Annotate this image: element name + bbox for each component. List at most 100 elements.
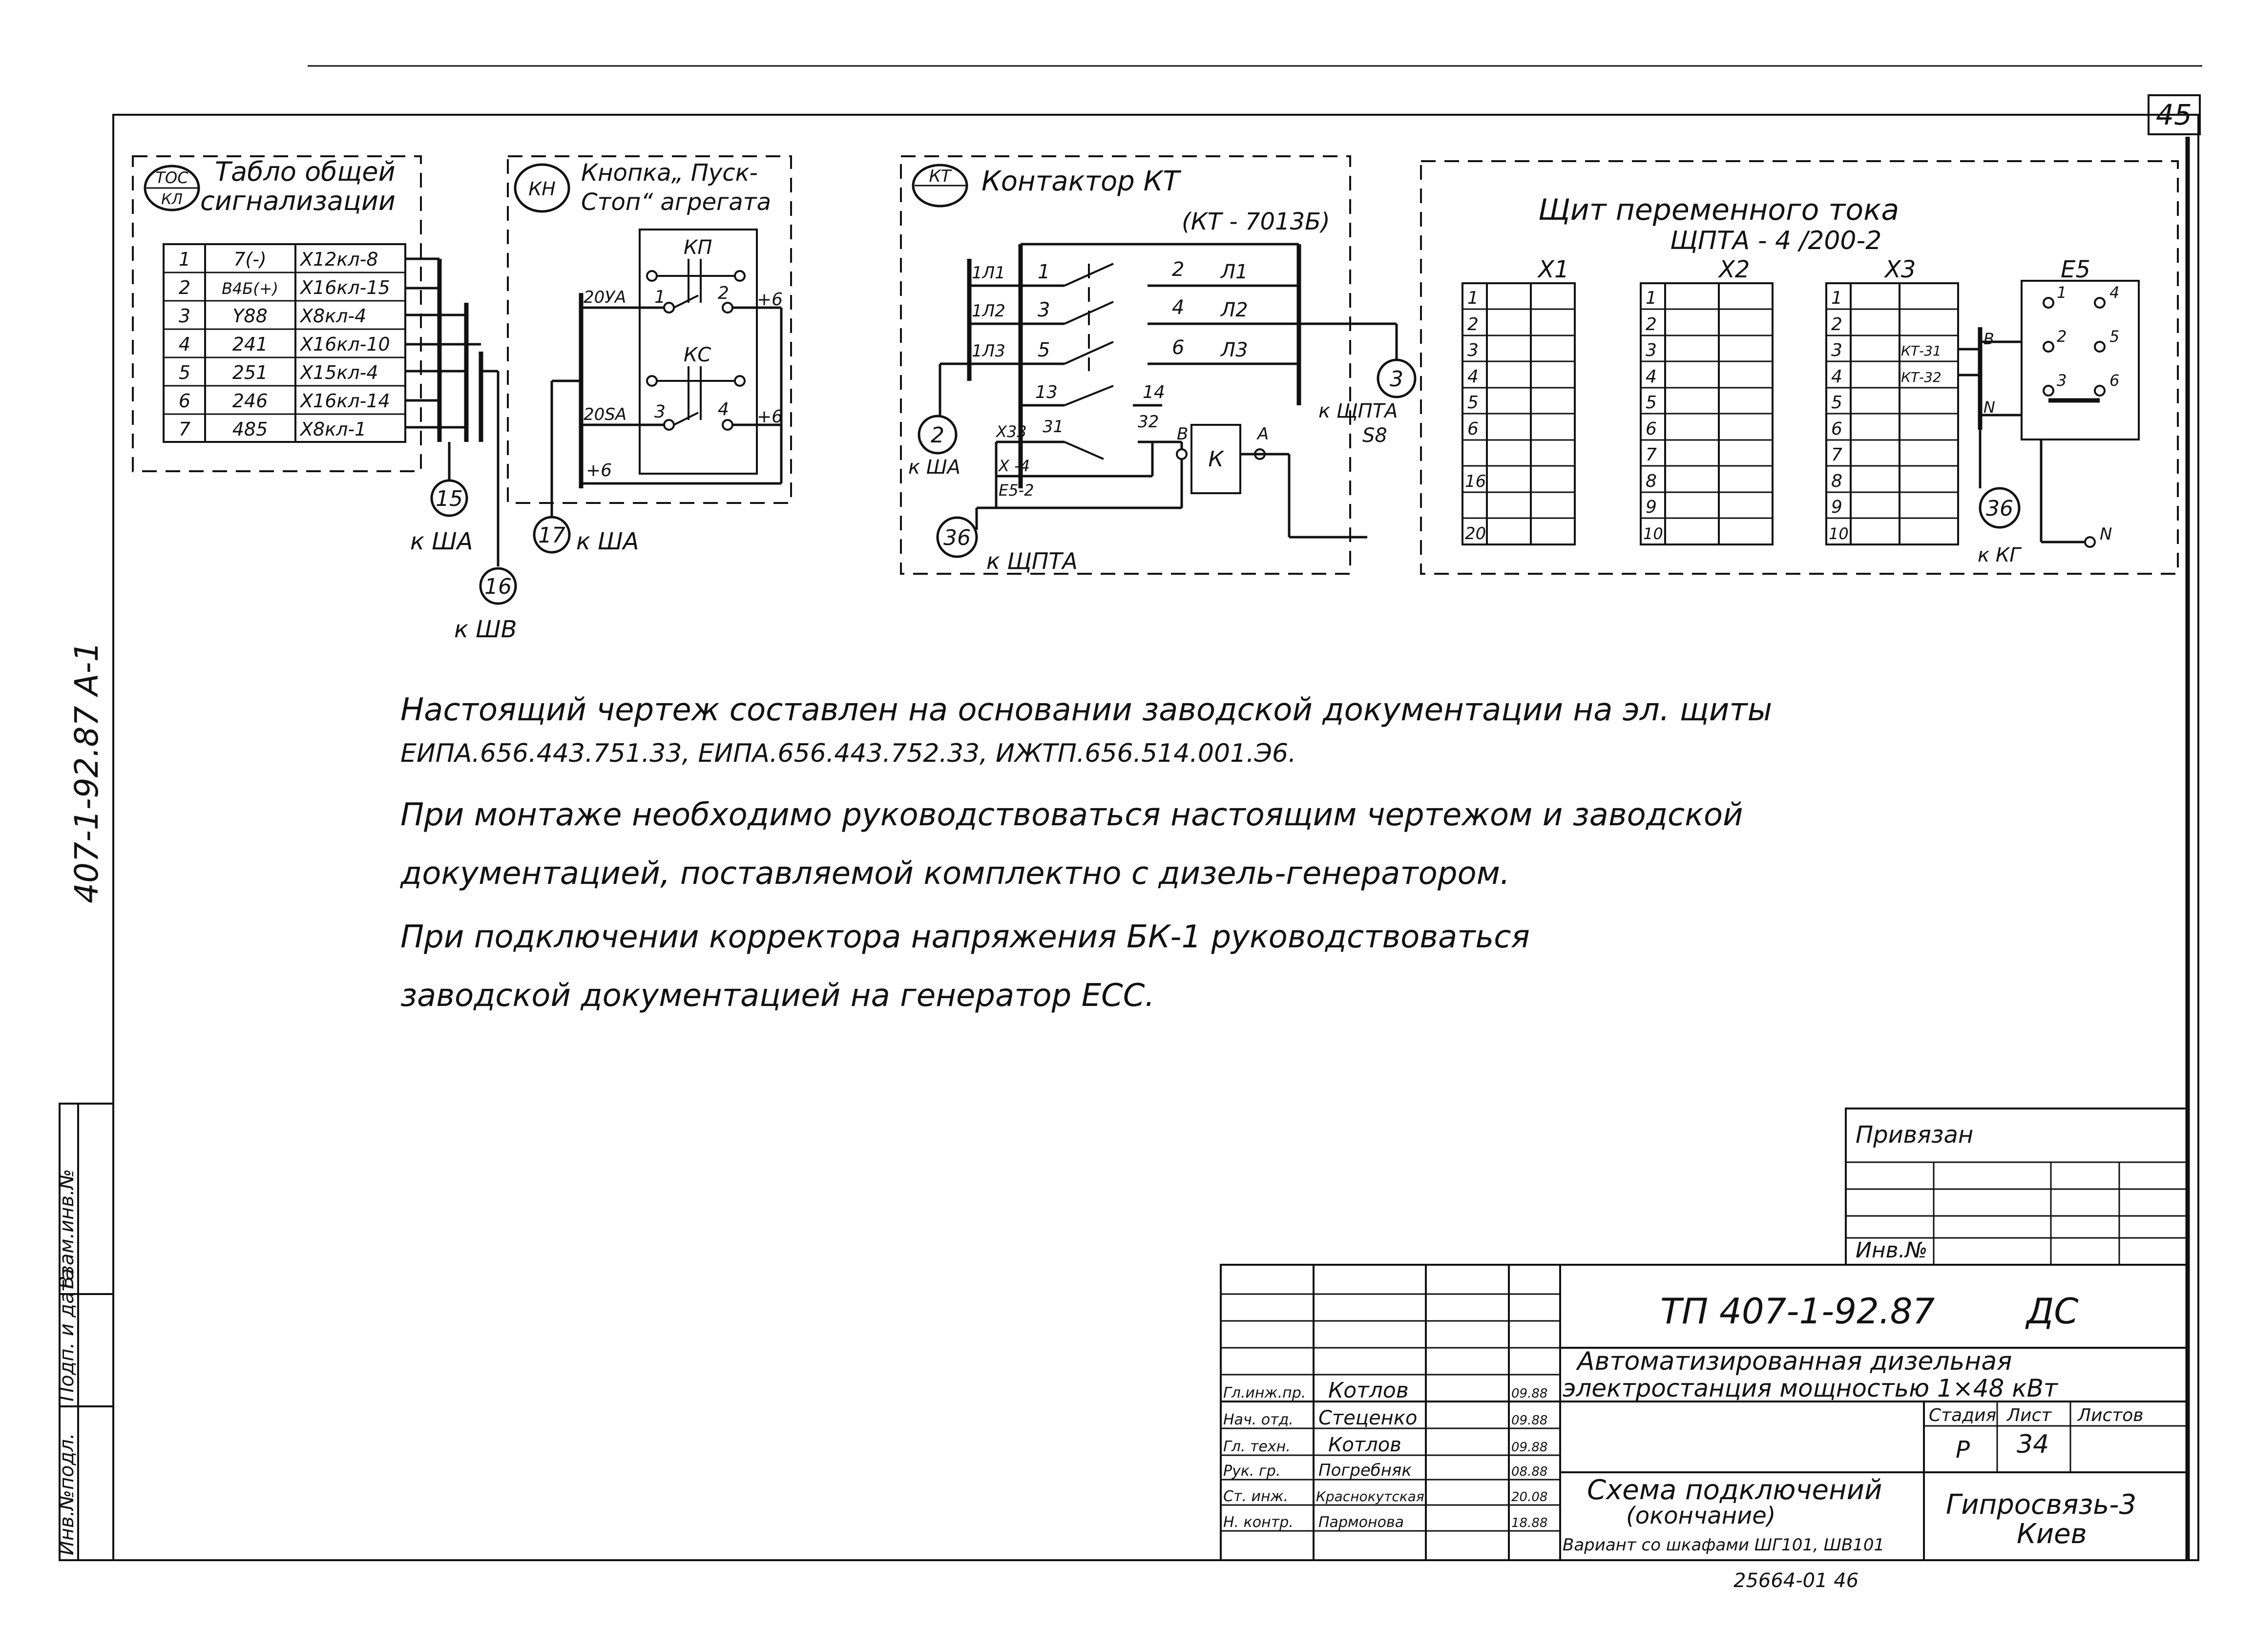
- svg-text:09.88: 09.88: [1511, 1386, 1547, 1401]
- ref-3-label-1: к ЩПТА: [1318, 400, 1398, 422]
- note-2-line-2: документацией, поставляемой комплектно с…: [400, 856, 1510, 892]
- svg-text:5: 5: [2109, 327, 2119, 346]
- kn-kc: КС: [684, 344, 711, 366]
- org-line-1: Гипросвязь-3: [1946, 1489, 2136, 1521]
- svg-text:10: 10: [1829, 524, 1849, 543]
- toc-row: 2 В4Б(+) Х16кл-15: [179, 277, 390, 298]
- svg-text:2: 2: [931, 423, 944, 448]
- svg-text:Стеценко: Стеценко: [1318, 1407, 1417, 1429]
- block-kt: КТ Контактор КТ (КТ - 7013Б) 1Л1 1Л2 1Л3…: [900, 155, 1398, 575]
- svg-text:3: 3: [1038, 299, 1050, 321]
- svg-text:5: 5: [179, 362, 190, 383]
- svg-text:14: 14: [1143, 382, 1165, 402]
- svg-text:Х8кл-4: Х8кл-4: [299, 305, 366, 327]
- svg-text:7: 7: [179, 418, 190, 440]
- svg-text:E5: E5: [2061, 256, 2090, 283]
- drawing-name-3: Вариант со шкафами ШГ101, ШВ101: [1563, 1535, 1884, 1555]
- svg-text:+6: +6: [757, 407, 783, 427]
- kn-title-1: Кнопка„ Пуск-: [581, 159, 758, 187]
- svg-text:Гл.инж.пр.: Гл.инж.пр.: [1223, 1384, 1306, 1401]
- kn-title-2: Стоп“ агрегата: [581, 188, 771, 216]
- svg-text:1Л1: 1Л1: [972, 263, 1005, 283]
- svg-text:Х8кл-1: Х8кл-1: [299, 418, 366, 440]
- privyazan-inv: Инв.№: [1856, 1238, 1927, 1263]
- ref-2: 2 к ША: [908, 415, 960, 479]
- note-3-line-2: заводской документацией на генератор ЕСС…: [400, 978, 1155, 1014]
- svg-text:251: 251: [232, 362, 268, 383]
- svg-text:6: 6: [2109, 371, 2119, 390]
- object-line-2: электростанция мощностью 1×48 кВт: [1563, 1374, 2059, 1402]
- svg-text:Y88: Y88: [232, 305, 268, 327]
- x3-numbers: 1 2 3 4 5 6 7 8 9 10: [1829, 288, 1849, 543]
- svg-text:Н. контр.: Н. контр.: [1223, 1514, 1294, 1531]
- svg-text:X3: X3: [1883, 256, 1916, 283]
- svg-text:485: 485: [232, 418, 268, 440]
- svg-text:10: 10: [1643, 524, 1663, 543]
- doc-code: ТП 407-1-92.87: [1660, 1291, 1935, 1332]
- svg-text:246: 246: [232, 390, 268, 412]
- svg-text:Х33: Х33: [995, 422, 1027, 441]
- svg-text:Котлов: Котлов: [1328, 1378, 1409, 1403]
- svg-text:N: N: [2100, 524, 2112, 544]
- stage-value: Р: [1956, 1436, 1970, 1464]
- org-line-2: Киев: [2017, 1518, 2087, 1550]
- svg-text:2: 2: [718, 283, 729, 303]
- privyazan-block: Привязан Инв.№: [1845, 1108, 2189, 1266]
- svg-text:2: 2: [1467, 314, 1479, 335]
- svg-text:36: 36: [1986, 496, 2013, 521]
- svg-text:20SА: 20SА: [584, 405, 626, 424]
- sheets-header: Листов: [2077, 1405, 2143, 1425]
- svg-text:Х15кл-4: Х15кл-4: [299, 362, 378, 383]
- svg-text:4: 4: [1646, 367, 1657, 387]
- x2-numbers: 1 2 3 4 5 6 7 8 9 10: [1643, 288, 1663, 543]
- toc-row: 3 Y88 Х8кл-4: [179, 305, 366, 327]
- drawing-name-1: Схема подключений: [1587, 1474, 1882, 1506]
- shch-title-2: ЩПТА - 4 /200-2: [1670, 226, 1881, 255]
- svg-text:3: 3: [654, 402, 666, 422]
- strip-vzam-inv: Взам.инв.№: [56, 1169, 78, 1289]
- svg-text:32: 32: [1138, 412, 1159, 432]
- svg-text:Гл. техн.: Гл. техн.: [1223, 1438, 1291, 1455]
- svg-text:Ст. инж.: Ст. инж.: [1223, 1488, 1288, 1505]
- ref-16: 16 к ШВ: [454, 567, 517, 643]
- toc-title-2: сигнализации: [200, 186, 396, 216]
- sheet-value: 34: [2017, 1430, 2049, 1459]
- svg-text:17: 17: [538, 523, 565, 548]
- svg-text:X1: X1: [1537, 256, 1569, 283]
- ref-2-label: к ША: [908, 456, 960, 479]
- svg-text:09.88: 09.88: [1511, 1413, 1547, 1428]
- svg-text:К: К: [1208, 447, 1224, 472]
- svg-text:4: 4: [1467, 367, 1479, 387]
- svg-text:4: 4: [179, 334, 190, 355]
- signature-row: Гл. техн. Котлов 09.88: [1223, 1434, 1547, 1456]
- svg-text:7: 7: [1831, 445, 1842, 465]
- svg-text:9: 9: [1646, 497, 1657, 517]
- kn-tag: КН: [528, 178, 556, 200]
- svg-text:Е5-2: Е5-2: [999, 481, 1034, 500]
- toc-row: 4 241 Х16кл-10: [179, 334, 390, 355]
- svg-text:16: 16: [484, 574, 512, 599]
- svg-text:4: 4: [718, 399, 729, 419]
- svg-text:В4Б(+): В4Б(+): [222, 279, 278, 298]
- svg-text:Х -4: Х -4: [998, 457, 1030, 475]
- svg-text:Погребняк: Погребняк: [1318, 1461, 1412, 1480]
- svg-text:КТ-32: КТ-32: [1901, 369, 1942, 385]
- ref-36-shch: 36 к КГ: [1978, 487, 2022, 566]
- toc-row: 6 246 Х16кл-14: [179, 390, 390, 412]
- svg-text:КТ-31: КТ-31: [1901, 343, 1942, 359]
- svg-text:1: 1: [654, 287, 666, 307]
- svg-text:2: 2: [1646, 314, 1657, 335]
- svg-text:3: 3: [1390, 367, 1403, 392]
- stage-header: Стадия: [1929, 1405, 1996, 1425]
- svg-text:Х12кл-8: Х12кл-8: [299, 249, 378, 270]
- svg-text:6: 6: [1646, 419, 1657, 439]
- svg-text:3: 3: [1646, 340, 1657, 360]
- svg-text:08.88: 08.88: [1511, 1464, 1547, 1479]
- signature-row: Рук. гр. Погребняк 08.88: [1223, 1461, 1547, 1480]
- svg-text:Пармонова: Пармонова: [1318, 1514, 1404, 1531]
- ref-3-label-2: S8: [1362, 424, 1387, 447]
- svg-text:Л3: Л3: [1220, 339, 1248, 361]
- block-toc: ТОС КЛ Табло общей сигнализации 1 7(-) Х…: [132, 155, 500, 566]
- note-1-line-1: Настоящий чертеж составлен на основании …: [400, 692, 1772, 728]
- svg-text:Х16кл-14: Х16кл-14: [299, 390, 390, 412]
